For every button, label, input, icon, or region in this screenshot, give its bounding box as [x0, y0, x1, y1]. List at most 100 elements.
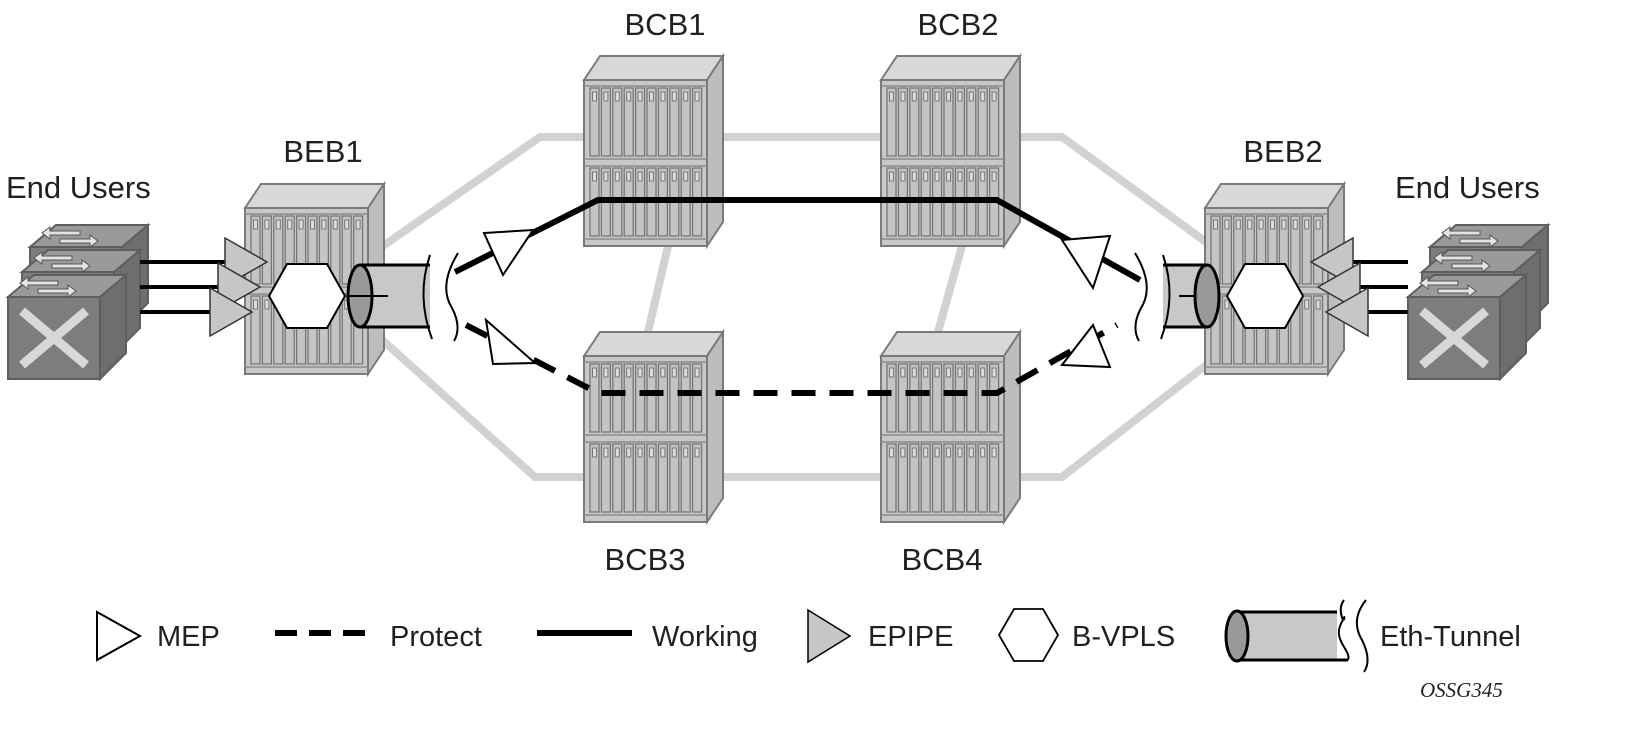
card-latch: [592, 367, 597, 378]
card-latch: [683, 447, 689, 458]
chassis-side: [706, 328, 724, 526]
card-latch: [923, 447, 929, 458]
card-latch: [592, 171, 597, 182]
line-card: [931, 87, 943, 157]
line-card: [954, 443, 966, 513]
card-latch: [991, 91, 997, 102]
line-card: [589, 443, 600, 513]
card-latch: [592, 447, 597, 458]
card-latch: [626, 447, 632, 458]
card-latch: [355, 219, 361, 230]
line-card: [261, 295, 273, 365]
label-bcb3: BCB3: [605, 542, 686, 577]
protect-path: [464, 322, 1119, 396]
epipe-icon: [1324, 286, 1369, 338]
card-latch: [603, 171, 609, 182]
card-latch: [660, 171, 666, 182]
line-card: [988, 443, 1000, 513]
card-latch: [694, 171, 700, 182]
card-latch: [1258, 219, 1264, 230]
line-card: [691, 443, 703, 513]
card-latch: [264, 219, 270, 230]
bcb4-chassis: [879, 328, 1022, 526]
card-latch: [626, 367, 632, 378]
card-latch: [1281, 219, 1287, 230]
card-latch: [614, 91, 620, 102]
beb1-eth-tunnel: [346, 252, 459, 342]
card-latch: [637, 91, 643, 102]
card-latch: [923, 171, 929, 182]
card-latch: [946, 367, 951, 378]
legend-protect-label: Protect: [390, 621, 482, 653]
legend-mep-icon: [96, 610, 143, 662]
card-latch: [253, 299, 258, 310]
line-card: [909, 363, 920, 433]
card-latch: [614, 367, 620, 378]
crossed-arrows-icon: [1419, 307, 1489, 369]
line-card: [657, 87, 669, 157]
line-card: [669, 87, 680, 157]
legend-epipe-icon: [807, 608, 852, 664]
mep-icon: [1060, 234, 1112, 291]
line-card: [966, 87, 977, 157]
line-card: [623, 87, 634, 157]
line-card: [1301, 295, 1312, 365]
line-card: [1312, 295, 1324, 365]
line-card: [261, 215, 273, 285]
line-card: [1301, 215, 1312, 285]
legend-bvpls-icon: [997, 608, 1060, 662]
card-latch: [1292, 219, 1298, 230]
line-card: [909, 87, 920, 157]
card-latch: [946, 447, 951, 458]
line-card: [669, 363, 680, 433]
end-users-right-switches: [1405, 222, 1551, 382]
line-card: [920, 363, 931, 433]
chassis-top: [582, 331, 725, 357]
beb2-bvpls-icon: [1225, 263, 1305, 329]
line-card: [897, 363, 909, 433]
line-card: [634, 363, 646, 433]
card-latch: [946, 171, 951, 182]
card-latch: [671, 447, 677, 458]
link-bcb2-bcb4: [934, 244, 966, 334]
chassis-top: [243, 183, 386, 209]
line-card: [600, 87, 612, 157]
card-latch: [637, 367, 643, 378]
card-latch: [889, 91, 894, 102]
line-card: [691, 363, 703, 433]
card-latch: [923, 367, 929, 378]
beb2-epipes: [1309, 236, 1408, 338]
physical-ring: [377, 133, 1213, 481]
line-card: [943, 443, 954, 513]
mep-icon: [482, 228, 535, 278]
card-latch: [1213, 219, 1218, 230]
break-line: [1160, 254, 1171, 340]
line-card: [909, 443, 920, 513]
card-latch: [275, 219, 281, 230]
line-card: [612, 363, 623, 433]
working-path: [453, 197, 1142, 283]
card-latch: [649, 447, 654, 458]
line-card: [600, 443, 612, 513]
card-latch: [649, 367, 654, 378]
arrows-icon: [41, 226, 99, 248]
line-card: [646, 443, 657, 513]
label-end-users-left: End Users: [6, 170, 151, 205]
line-card: [680, 443, 691, 513]
card-latch: [626, 171, 632, 182]
bcb3-chassis: [582, 328, 725, 526]
legend-eth-tunnel-label: Eth-Tunnel: [1380, 621, 1521, 653]
line-card: [680, 87, 691, 157]
ring-top: [377, 133, 1213, 252]
line-card: [897, 443, 909, 513]
arrows-icon: [1419, 276, 1477, 298]
card-latch: [603, 447, 609, 458]
card-latch: [694, 367, 700, 378]
label-beb1: BEB1: [283, 134, 362, 169]
line-card: [612, 87, 623, 157]
card-latch: [683, 171, 689, 182]
line-card: [589, 363, 600, 433]
line-card: [634, 443, 646, 513]
line-card: [657, 363, 669, 433]
